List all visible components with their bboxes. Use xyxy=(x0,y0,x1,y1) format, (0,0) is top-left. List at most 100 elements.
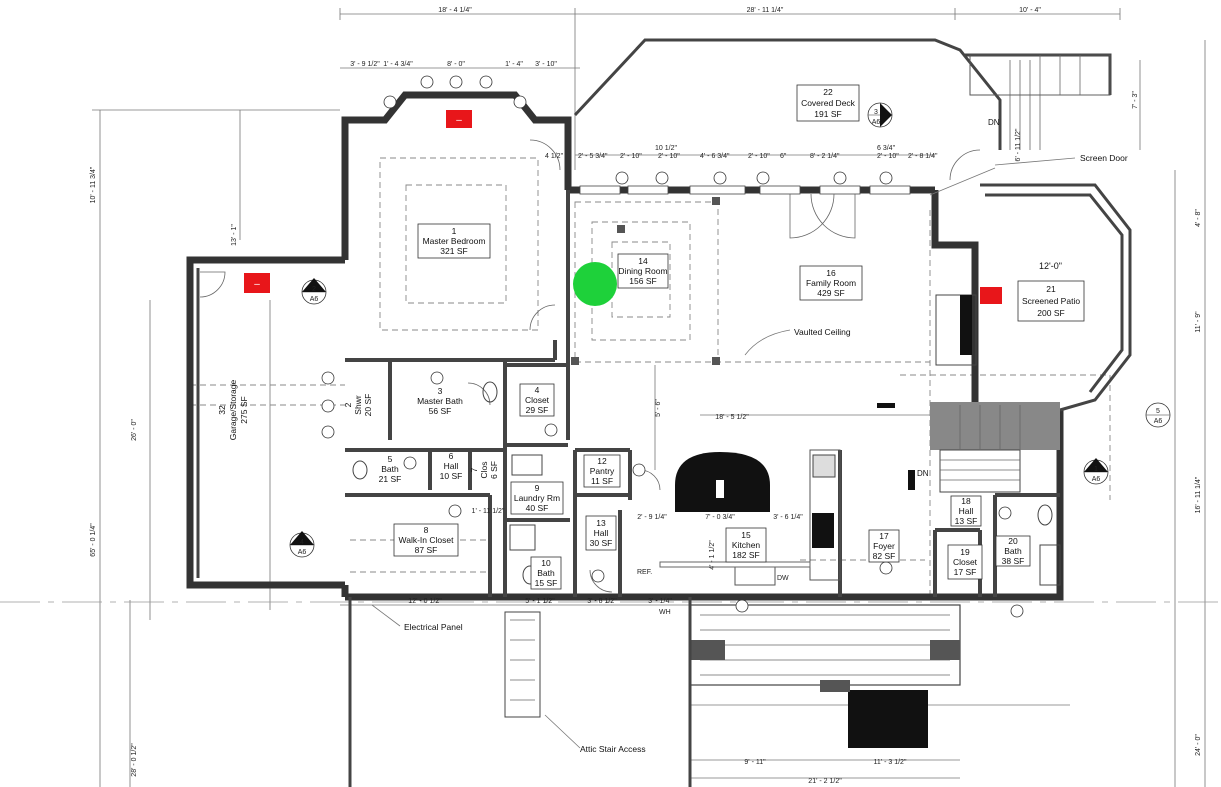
svg-text:3' - 10": 3' - 10" xyxy=(535,61,557,68)
svg-text:6: 6 xyxy=(449,451,454,461)
svg-text:10 SF: 10 SF xyxy=(440,471,463,481)
svg-text:15: 15 xyxy=(741,530,751,540)
kitchen-fixtures xyxy=(659,449,841,586)
svg-text:17: 17 xyxy=(879,531,889,541)
svg-text:Master Bedroom: Master Bedroom xyxy=(423,236,486,246)
svg-text:3: 3 xyxy=(438,386,443,396)
window-tags xyxy=(321,75,1024,618)
svg-text:–: – xyxy=(254,279,260,290)
svg-text:21: 21 xyxy=(1046,284,1056,294)
svg-text:5: 5 xyxy=(1156,408,1160,415)
svg-text:12: 12 xyxy=(597,456,607,466)
svg-text:4' - 8": 4' - 8" xyxy=(1195,209,1202,227)
svg-text:19: 19 xyxy=(960,547,970,557)
svg-text:15 SF: 15 SF xyxy=(535,578,558,588)
svg-text:18' - 4 1/4": 18' - 4 1/4" xyxy=(438,7,472,14)
svg-text:4 1/2": 4 1/2" xyxy=(545,153,564,160)
svg-text:9' - 11": 9' - 11" xyxy=(744,759,766,766)
room-label-master-bedroom: 1 Master Bedroom 321 SF xyxy=(417,223,491,259)
svg-text:11' - 3 1/2": 11' - 3 1/2" xyxy=(874,759,907,766)
svg-text:82 SF: 82 SF xyxy=(873,551,896,561)
svg-text:2: 2 xyxy=(343,402,353,407)
room-label-hall-6: 6 Hall 10 SF xyxy=(440,451,463,481)
svg-text:7' - 3": 7' - 3" xyxy=(1132,91,1139,109)
svg-text:6 3/4": 6 3/4" xyxy=(877,145,896,152)
svg-text:A6: A6 xyxy=(310,296,319,303)
attic-stair-access-label: Attic Stair Access xyxy=(580,744,646,754)
svg-text:Family Room: Family Room xyxy=(806,278,856,288)
patio-width-label: 12'-0" xyxy=(1039,261,1062,271)
svg-text:5' - 6": 5' - 6" xyxy=(655,399,662,417)
svg-text:Foyer: Foyer xyxy=(873,541,895,551)
svg-text:28' - 0 1/2": 28' - 0 1/2" xyxy=(131,743,138,777)
room-label-clos-7: 7 Clos 6 SF xyxy=(469,461,499,479)
svg-text:21 SF: 21 SF xyxy=(379,474,402,484)
svg-text:A6: A6 xyxy=(1092,476,1101,483)
svg-text:Hall: Hall xyxy=(594,528,609,538)
room-label-bath-20: 20 Bath 38 SF xyxy=(995,535,1031,567)
svg-text:13' - 1": 13' - 1" xyxy=(231,224,238,246)
svg-text:1' - 4": 1' - 4" xyxy=(505,61,523,68)
svg-text:13 SF: 13 SF xyxy=(955,516,978,526)
svg-text:56 SF: 56 SF xyxy=(429,406,452,416)
svg-text:6 SF: 6 SF xyxy=(489,461,499,479)
svg-text:87 SF: 87 SF xyxy=(415,545,438,555)
svg-text:8' - 2 1/4": 8' - 2 1/4" xyxy=(810,153,840,160)
svg-text:22: 22 xyxy=(823,87,833,97)
svg-text:Pantry: Pantry xyxy=(590,466,615,476)
fireplace xyxy=(935,294,977,366)
svg-text:12' - 0 1/2": 12' - 0 1/2" xyxy=(408,598,442,605)
svg-text:2' - 10": 2' - 10" xyxy=(620,153,642,160)
svg-text:16' - 11 1/4": 16' - 11 1/4" xyxy=(1195,476,1202,513)
svg-text:24' - 0": 24' - 0" xyxy=(1195,734,1202,756)
front-porch xyxy=(348,597,961,787)
svg-text:3: 3 xyxy=(874,109,878,116)
svg-text:17 SF: 17 SF xyxy=(954,567,977,577)
svg-text:2' - 10": 2' - 10" xyxy=(877,153,899,160)
room-label-screened-patio: 21 Screened Patio 200 SF xyxy=(1017,280,1085,322)
section-marker: 5 A6 xyxy=(1145,402,1171,428)
svg-text:156 SF: 156 SF xyxy=(629,276,656,286)
dn-label: DN xyxy=(988,118,1000,127)
svg-text:1: 1 xyxy=(452,226,457,236)
svg-text:2' - 10": 2' - 10" xyxy=(658,153,680,160)
svg-text:21' - 2 1/2": 21' - 2 1/2" xyxy=(808,778,842,785)
room-label-walk-in-closet: 8 Walk-In Closet 87 SF xyxy=(393,523,459,557)
svg-text:8: 8 xyxy=(424,525,429,535)
svg-text:Laundry Rm: Laundry Rm xyxy=(514,493,560,503)
svg-text:13: 13 xyxy=(596,518,606,528)
svg-text:20: 20 xyxy=(1008,536,1018,546)
svg-text:429 SF: 429 SF xyxy=(817,288,844,298)
svg-text:4' - 6 3/4": 4' - 6 3/4" xyxy=(700,153,730,160)
svg-text:7: 7 xyxy=(469,467,479,472)
green-circle-marker xyxy=(573,262,617,306)
svg-text:Kitchen: Kitchen xyxy=(732,540,761,550)
room-label-bath-10: 10 Bath 15 SF xyxy=(530,556,562,590)
svg-text:Hall: Hall xyxy=(959,506,974,516)
wh-label: WH xyxy=(659,609,671,616)
svg-text:Screened Patio: Screened Patio xyxy=(1022,296,1080,306)
room-label-hall-13: 13 Hall 30 SF xyxy=(585,515,617,551)
red-square-marker: – xyxy=(446,110,472,128)
dn-label: DN xyxy=(917,469,929,478)
svg-text:–: – xyxy=(456,115,462,126)
svg-text:Dining Room: Dining Room xyxy=(618,266,667,276)
svg-text:Clos: Clos xyxy=(479,461,489,478)
svg-text:2' - 8 1/4": 2' - 8 1/4" xyxy=(908,153,938,160)
room-label-laundry: 9 Laundry Rm 40 SF xyxy=(510,481,564,515)
room-label-garage: 32 Garage/Storage 275 SF xyxy=(217,379,249,440)
svg-text:30 SF: 30 SF xyxy=(590,538,613,548)
svg-text:Bath: Bath xyxy=(381,464,399,474)
deck-stair xyxy=(969,54,1111,150)
room-label-master-bath: 3 Master Bath 56 SF xyxy=(417,386,463,416)
room-label-closet-19: 19 Closet 17 SF xyxy=(947,544,983,580)
svg-text:29 SF: 29 SF xyxy=(526,405,549,415)
svg-text:200 SF: 200 SF xyxy=(1037,308,1064,318)
room-label-shwr: 2 Shwr 20 SF xyxy=(343,394,373,417)
svg-text:1' - 11 1/2": 1' - 11 1/2" xyxy=(472,508,505,515)
svg-text:182 SF: 182 SF xyxy=(732,550,759,560)
door-swings xyxy=(199,139,981,593)
leader-lines xyxy=(371,157,1076,749)
svg-text:275 SF: 275 SF xyxy=(239,396,249,423)
section-marker: 1 A6 xyxy=(1083,458,1109,485)
